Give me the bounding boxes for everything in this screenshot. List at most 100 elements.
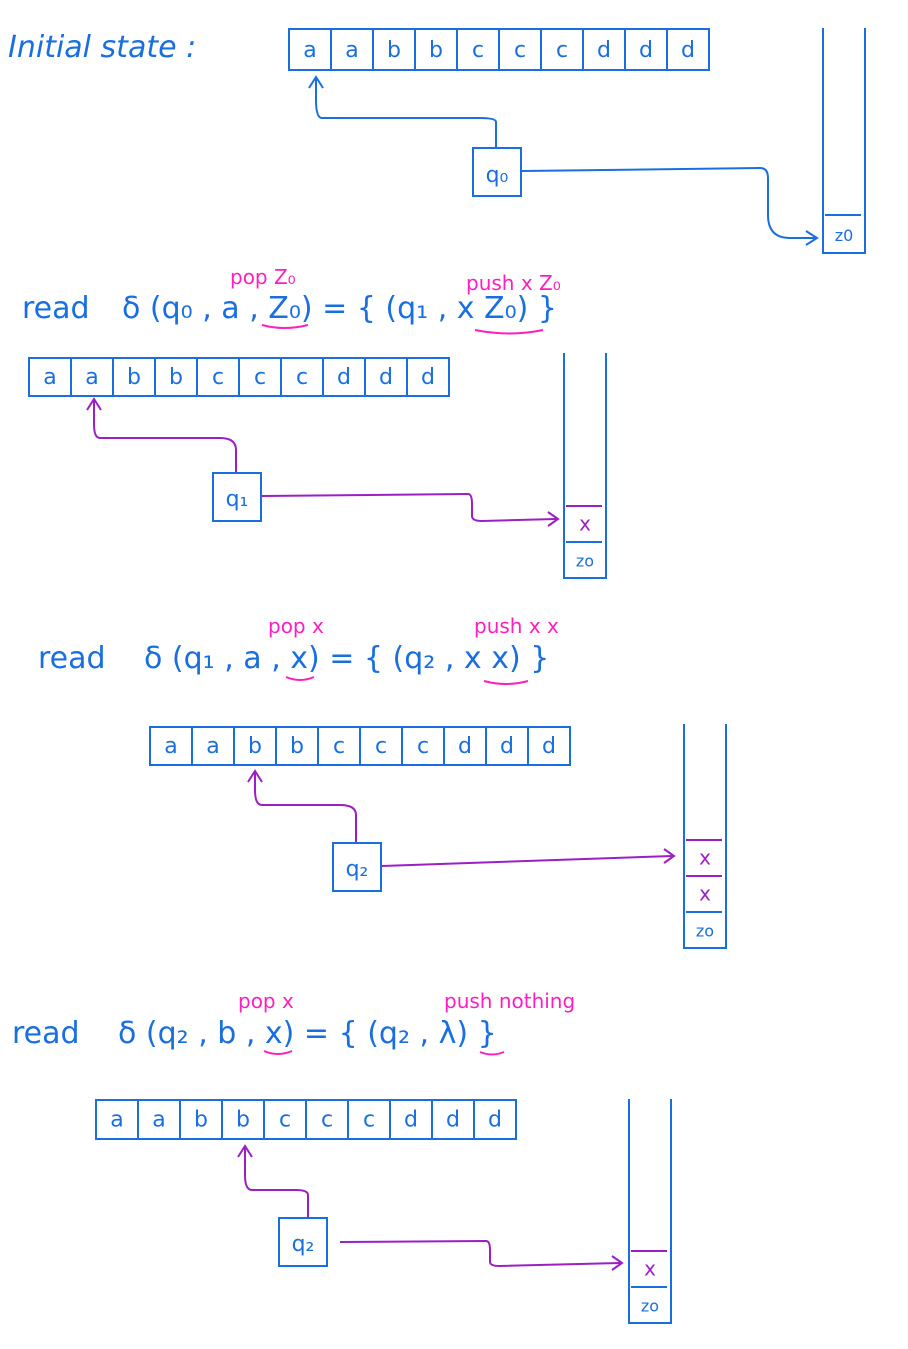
tape-symbol: a [164, 734, 177, 759]
tape-symbol: d [404, 1108, 418, 1133]
stack-link-line [261, 492, 557, 523]
tape-cell [485, 726, 529, 766]
stack-symbol: zo [576, 551, 594, 570]
tape-cell [179, 1099, 223, 1140]
push-underline [479, 1051, 505, 1056]
stack: z0 [822, 28, 866, 254]
stack-symbol: zo [641, 1296, 659, 1315]
tape-cell [540, 28, 584, 71]
tape-symbol: a [152, 1108, 165, 1133]
state-box [212, 472, 262, 522]
tape-symbol: d [488, 1108, 502, 1133]
tape-symbol: c [363, 1108, 375, 1133]
stack-symbol: x [699, 845, 711, 869]
tape-cell [196, 357, 240, 397]
stack-symbol: z0 [835, 226, 854, 245]
pop-underline [285, 676, 315, 681]
tape-cell [666, 28, 710, 71]
tape-symbol: c [514, 38, 526, 63]
tape-cell [317, 726, 361, 766]
stack-symbol: zo [696, 921, 714, 940]
stack-symbol: x [644, 1256, 656, 1280]
push-note: push x Z₀ [466, 271, 561, 295]
tape-cell [330, 28, 374, 71]
tape-symbol: a [206, 734, 219, 759]
tape-symbol: d [446, 1108, 460, 1133]
stack-outline [822, 28, 866, 254]
tape-symbol: d [542, 734, 556, 759]
tape-symbol: c [333, 734, 345, 759]
head-arrow-icon [86, 397, 102, 411]
stack-outline [628, 1099, 672, 1324]
tape-cell [95, 1099, 139, 1140]
pop-note: pop x [238, 989, 294, 1013]
tape-symbol: d [379, 365, 393, 390]
tape-cell [347, 1099, 391, 1140]
tape-cell [443, 726, 487, 766]
tape-symbol: b [290, 734, 304, 759]
tape-cell [364, 357, 408, 397]
tape-symbol: c [296, 365, 308, 390]
tape-symbol: b [169, 365, 183, 390]
stack-link-arrow-icon [805, 230, 819, 246]
tape-cell [191, 726, 235, 766]
stack-link-arrow-icon [611, 1255, 624, 1271]
tape-symbol: b [127, 365, 141, 390]
tape-symbol: d [337, 365, 351, 390]
tape-symbol: d [458, 734, 472, 759]
tape-cell [263, 1099, 307, 1140]
state-box [332, 842, 382, 892]
head-arrow-icon [237, 1144, 253, 1158]
tape-cell [322, 357, 366, 397]
stack: x zo [563, 353, 607, 579]
tape-cell [456, 28, 500, 71]
push-note: push x x [474, 614, 559, 638]
tape-symbol: c [254, 365, 266, 390]
tape-cell [401, 726, 445, 766]
transition-formula: δ (q₀ , a , Z₀) = { (q₁ , x Z₀) } [122, 291, 557, 326]
tape-symbol: b [248, 734, 262, 759]
stack-symbol: x [579, 511, 591, 535]
read-label: read [12, 1016, 80, 1051]
stack-outline [683, 724, 727, 949]
tape-symbol: d [639, 38, 653, 63]
tape-symbol: b [236, 1108, 250, 1133]
tape-symbol: d [500, 734, 514, 759]
tape-cell [149, 726, 193, 766]
tape-cell [288, 28, 332, 71]
head-pointer-line [315, 78, 497, 148]
tape-cell [70, 357, 114, 397]
tape-symbol: c [279, 1108, 291, 1133]
pop-underline [261, 324, 309, 329]
state-label: q₂ [346, 857, 369, 882]
tape-symbol: b [194, 1108, 208, 1133]
transition-formula: δ (q₂ , b , x) = { (q₂ , λ) } [118, 1016, 497, 1051]
state-box [472, 147, 522, 197]
state-label: q₀ [486, 163, 509, 188]
tape-symbol: a [110, 1108, 123, 1133]
tape-cell [406, 357, 450, 397]
tape-symbol: b [429, 38, 443, 63]
state-box [278, 1217, 328, 1267]
pop-note: pop x [268, 614, 324, 638]
initial-state-heading: Initial state : [8, 30, 196, 65]
state-label: q₂ [292, 1232, 315, 1257]
tape-cell [389, 1099, 433, 1140]
stack-outline [563, 353, 607, 579]
tape-symbol: d [597, 38, 611, 63]
head-pointer-line [254, 772, 357, 842]
tape-cell [372, 28, 416, 71]
read-label: read [22, 291, 90, 326]
step-3: pop x push nothing read δ (q₂ , b , x) =… [12, 989, 672, 1324]
tape-cell [112, 357, 156, 397]
pop-underline [263, 1050, 293, 1055]
tape-symbol: c [417, 734, 429, 759]
stack-link-arrow-icon [547, 511, 560, 527]
tape-symbol: d [421, 365, 435, 390]
